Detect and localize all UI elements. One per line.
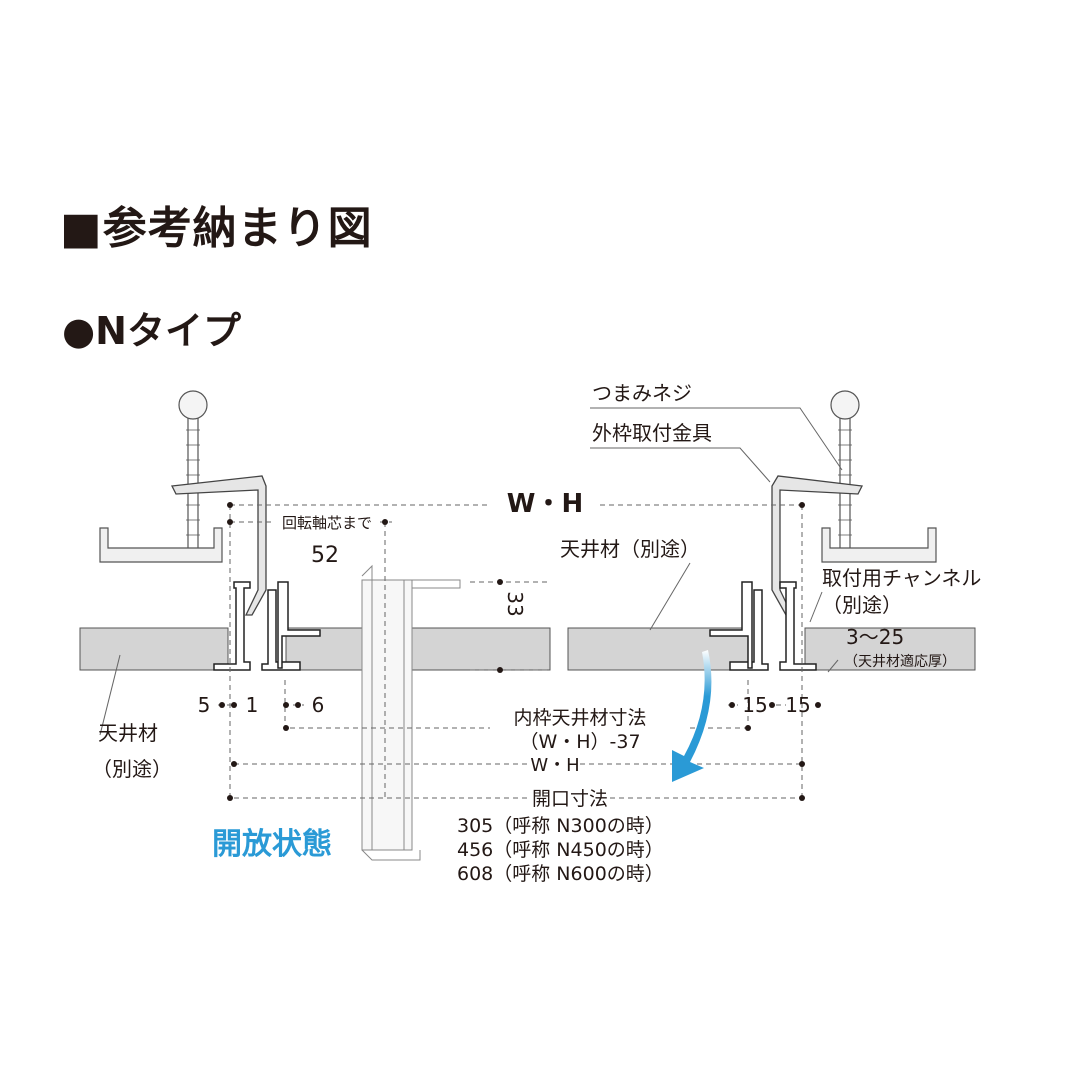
label-size-608: 608（呼称 N600の時） (457, 863, 664, 885)
dimension-markers (219, 502, 821, 801)
ceiling-board-left (79, 627, 229, 671)
label-ceiling-left-sep: （別途） (92, 757, 172, 781)
label-inner-dimension: 内枠天井材寸法 (513, 707, 646, 729)
label-knob-screw: つまみネジ (592, 381, 692, 405)
label-channel-sep: （別途） (822, 593, 902, 617)
frame-profile-left (213, 581, 321, 671)
open-panel-ghost (361, 564, 461, 861)
label-size-305: 305（呼称 N300の時） (457, 815, 664, 837)
ceiling-board-right (804, 627, 976, 671)
label-dim-15b: 15 (785, 693, 810, 717)
label-dim-33: 33 (503, 591, 527, 616)
mounting-channel-right (821, 527, 937, 563)
label-pivot-value: 52 (311, 543, 339, 568)
label-channel: 取付用チャンネル (822, 566, 981, 590)
label-inner-formula: （W・H）-37 (519, 731, 640, 753)
label-dim-6: 6 (312, 693, 325, 717)
hanger-bolt-left (178, 390, 208, 550)
label-opening: 開口寸法 (532, 788, 608, 810)
label-dim-5: 5 (198, 693, 211, 717)
label-wh-top: W・H (507, 489, 583, 519)
label-wh-middle: W・H (530, 755, 579, 776)
label-range: 3～25 (846, 625, 904, 649)
label-ceiling-right: 天井材（別途） (560, 537, 700, 561)
label-outer-bracket: 外枠取付金具 (592, 421, 712, 445)
label-dim-1: 1 (246, 693, 259, 717)
ceiling-board-inner-left (285, 627, 551, 671)
section-subtitle: ●Nタイプ (62, 309, 241, 353)
mounting-channel-left (99, 527, 223, 563)
outer-frame-bracket-left (171, 475, 267, 616)
leader-lines (99, 407, 843, 736)
label-dim-15a: 15 (742, 693, 767, 717)
frame-profile-right (709, 581, 817, 671)
label-pivot: 回転軸芯まで (282, 514, 372, 532)
label-ceiling-left: 天井材 (98, 721, 158, 745)
label-open-state: 開放状態 (212, 827, 332, 862)
hanger-bolt-right (830, 390, 860, 550)
page-title: ■参考納まり図 (60, 203, 373, 254)
rotation-arrow (672, 650, 712, 782)
label-size-456: 456（呼称 N450の時） (457, 839, 664, 861)
label-range-note: （天井材適応厚） (844, 653, 956, 670)
